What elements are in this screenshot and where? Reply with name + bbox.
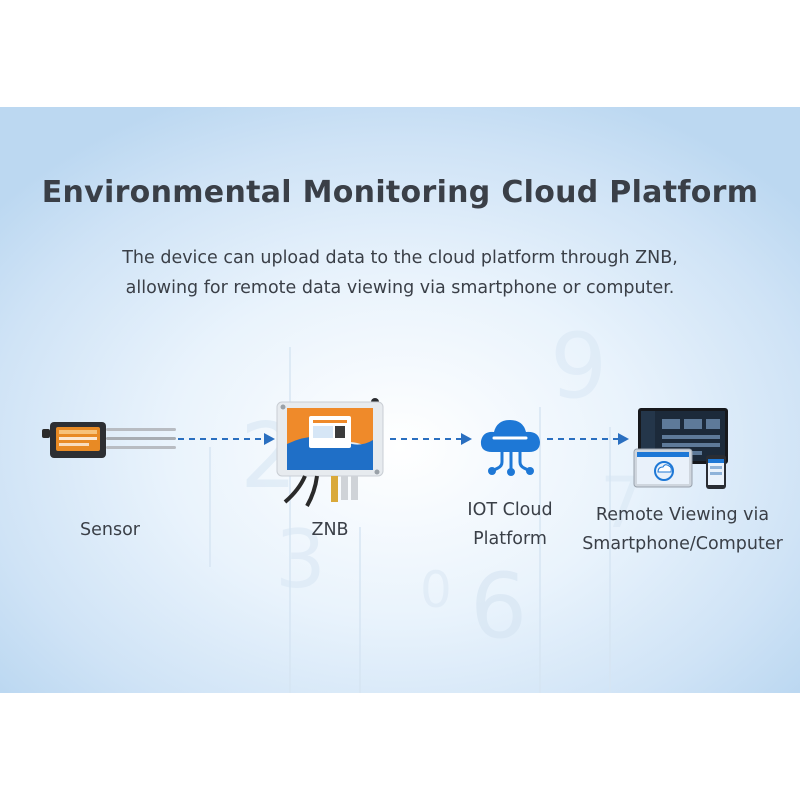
svg-text:9: 9 xyxy=(550,314,607,419)
znb-label: ZNB xyxy=(311,520,349,540)
svg-text:6: 6 xyxy=(470,554,527,659)
subtitle-line-1: The device can upload data to the cloud … xyxy=(122,248,678,268)
arrow-cloud-to-remote xyxy=(547,433,629,445)
cloud-network-icon xyxy=(480,420,540,476)
svg-text:0: 0 xyxy=(420,561,452,619)
page-title: Environmental Monitoring Cloud Platform xyxy=(41,175,759,210)
soil-sensor-icon xyxy=(42,422,176,458)
page-subtitle: The device can upload data to the cloud … xyxy=(0,243,800,303)
arrow-sensor-to-znb xyxy=(178,433,275,445)
diagram-panel: 2 3 6 9 7 0 Environmental Monitoring Clo… xyxy=(0,107,800,693)
cloud-label: IOT Cloud Platform xyxy=(467,500,553,549)
remote-viewing-label: Remote Viewing via Smartphone/Computer xyxy=(582,505,783,554)
sensor-label: Sensor xyxy=(80,520,140,540)
gateway-device-icon xyxy=(276,398,384,507)
subtitle-line-2: allowing for remote data viewing via sma… xyxy=(125,278,675,298)
monitor-and-phone-icon xyxy=(633,408,728,489)
arrow-znb-to-cloud xyxy=(390,433,472,445)
